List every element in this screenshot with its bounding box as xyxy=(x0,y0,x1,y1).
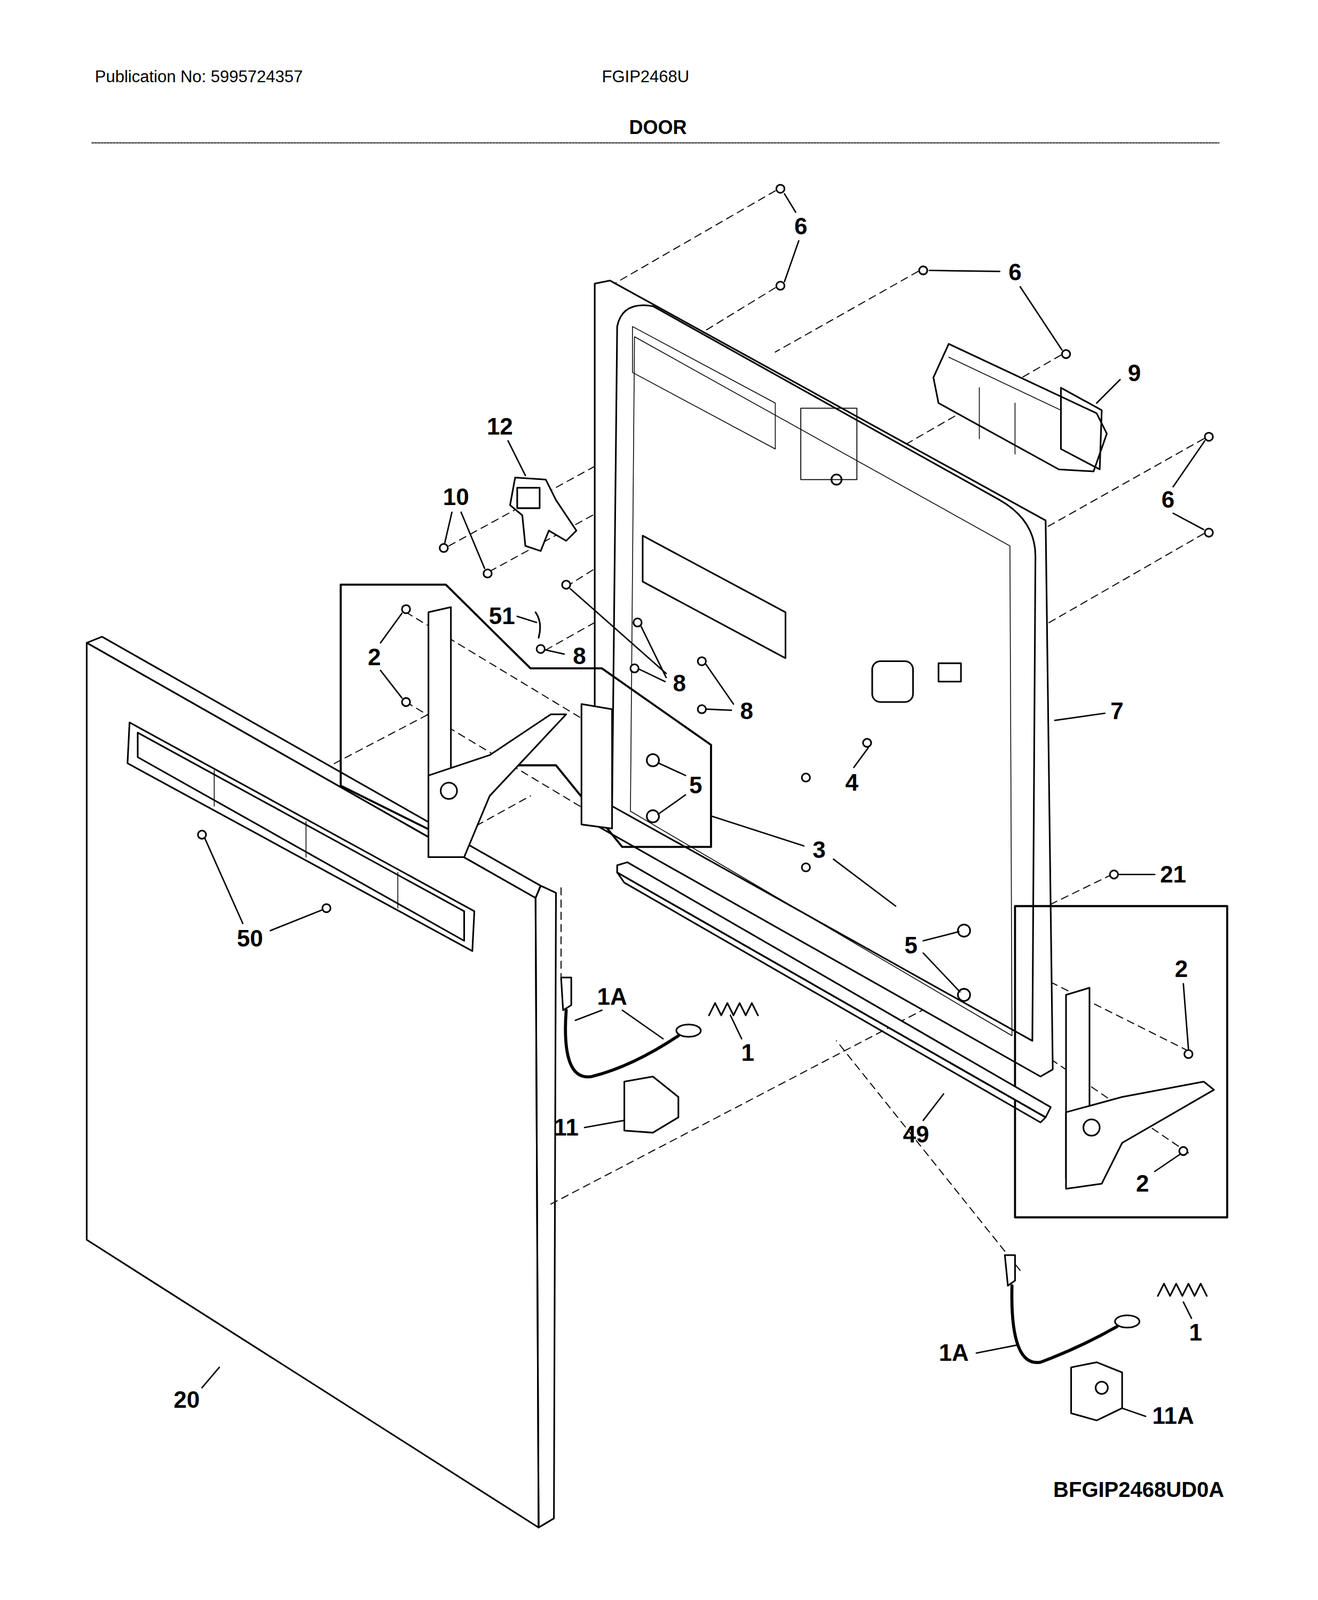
callout-number: 8 xyxy=(740,699,754,723)
header-text: Publication No: 5995724357 xyxy=(95,68,304,85)
header-text: BFGIP2468UD0A xyxy=(1053,1478,1225,1501)
callout-number: 8 xyxy=(672,671,686,696)
callout-number: 12 xyxy=(486,414,514,439)
callout-number: 3 xyxy=(812,838,826,862)
callout-number: 49 xyxy=(903,1122,930,1147)
callout-number: 2 xyxy=(1174,957,1188,981)
callout-number: 7 xyxy=(1110,699,1124,723)
page-title: DOOR xyxy=(629,117,688,138)
callout-number: 1A xyxy=(596,984,627,1009)
callout-number: 1 xyxy=(1188,1320,1202,1345)
callout-number: 9 xyxy=(1127,361,1141,385)
callout-number: 50 xyxy=(237,926,264,951)
callout-number: 6 xyxy=(794,214,808,239)
callout-number: 5 xyxy=(904,933,918,958)
callout-number: 11 xyxy=(553,1115,579,1140)
callout-number: 51 xyxy=(488,604,516,628)
callout-number: 20 xyxy=(173,1387,200,1412)
header-text: FGIP2468U xyxy=(601,68,690,85)
callout-number: 2 xyxy=(367,645,381,669)
callout-number: 2 xyxy=(1135,1171,1149,1196)
callout-number: 10 xyxy=(443,485,470,509)
callout-number: 21 xyxy=(1159,862,1187,887)
callout-number: 6 xyxy=(1008,260,1022,284)
callout-number: 6 xyxy=(1161,487,1175,512)
callout-number: 1 xyxy=(741,1040,755,1065)
callout-number: 5 xyxy=(689,773,702,797)
callout-number: 11A xyxy=(1151,1403,1194,1428)
callout-number: 1A xyxy=(938,1340,969,1365)
callout-number: 4 xyxy=(845,770,858,795)
callout-number: 8 xyxy=(572,644,586,668)
